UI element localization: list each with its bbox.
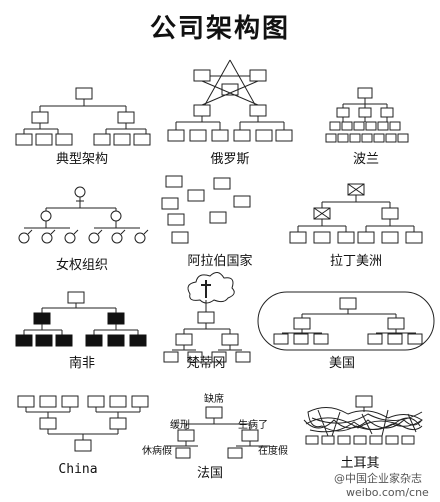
watermark-handle: @中国企业家杂志 xyxy=(334,472,422,485)
france-node-top: 缺席 xyxy=(204,392,224,405)
label-vatican: 梵蒂冈 xyxy=(186,356,226,371)
south-africa-chart xyxy=(15,291,147,347)
russia-chart xyxy=(167,59,293,142)
label-matriarchy: 女权组织 xyxy=(55,258,108,273)
typical-structure-chart xyxy=(15,87,151,146)
china-chart xyxy=(17,395,149,452)
poland-chart xyxy=(325,87,409,143)
watermark-site: weibo.com/cne xyxy=(346,486,429,499)
france-node-left: 缓刑 xyxy=(170,418,190,431)
vatican-chart xyxy=(163,272,251,363)
france-chart: 缺席 缓刑 生病了 休病假 在度假 xyxy=(142,392,288,459)
france-node-bottom-left: 休病假 xyxy=(142,444,172,457)
arab-chart xyxy=(161,175,251,244)
label-poland: 波兰 xyxy=(352,152,379,167)
poster-title: 公司架构图 xyxy=(149,14,290,44)
cloud-icon xyxy=(187,272,235,304)
matriarchy-chart xyxy=(18,186,149,244)
label-china: China xyxy=(58,462,98,477)
label-typical: 典型架构 xyxy=(55,152,108,167)
label-arab: 阿拉伯国家 xyxy=(187,254,253,269)
label-france: 法国 xyxy=(196,466,223,481)
france-node-bottom-right: 在度假 xyxy=(258,444,288,457)
usa-chart xyxy=(257,291,435,351)
france-node-right: 生病了 xyxy=(238,418,268,431)
label-russia: 俄罗斯 xyxy=(210,152,250,167)
label-latin: 拉丁美洲 xyxy=(329,254,382,269)
latin-america-chart xyxy=(289,183,423,244)
male-symbol-row xyxy=(18,229,149,244)
label-turkey: 土耳其 xyxy=(340,456,380,471)
turkey-chart xyxy=(303,395,423,445)
label-southafrica: 南非 xyxy=(68,356,95,371)
label-usa: 美国 xyxy=(328,356,355,371)
